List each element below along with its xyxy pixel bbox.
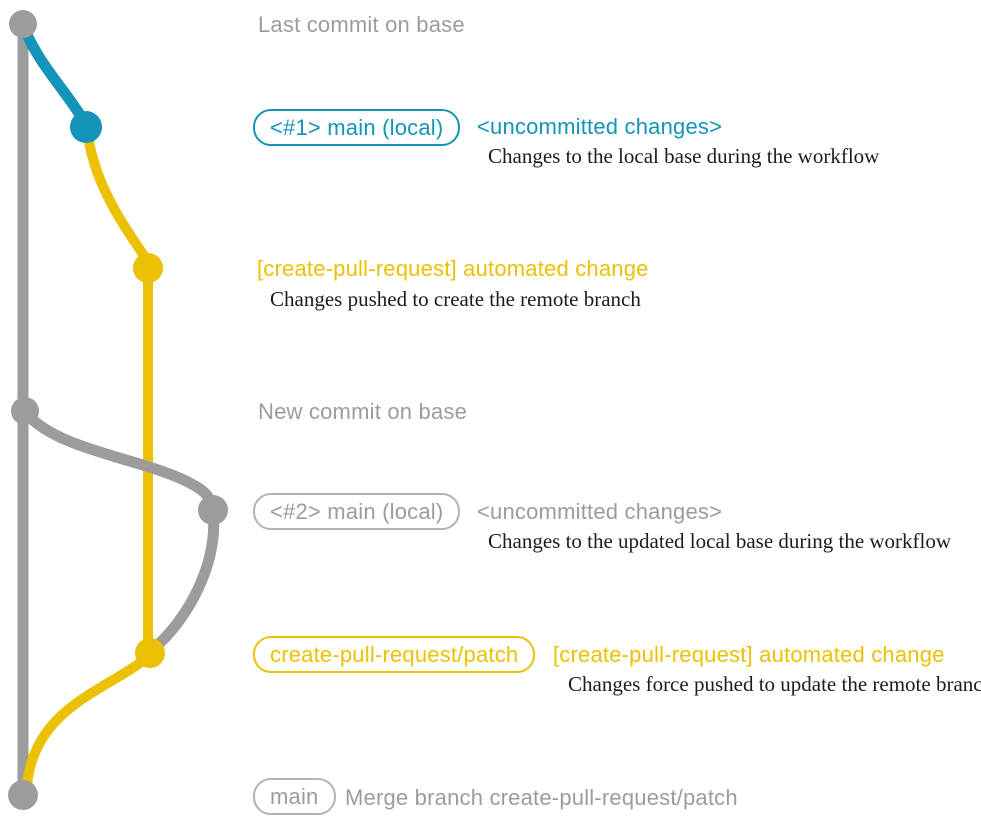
automated-change-desc-1: Changes pushed to create the remote bran… <box>270 287 641 311</box>
merge-commit-label: Merge branch create-pull-request/patch <box>345 785 738 810</box>
patch-branch-start-line <box>82 124 152 265</box>
automated-change-desc-2: Changes force pushed to update the remot… <box>568 672 981 696</box>
branch-badge-main-local-2: <#2> main (local) <box>253 493 461 530</box>
local-main-branch-line <box>18 22 92 130</box>
commit-node-main1 <box>70 111 102 143</box>
commit-node-automated-1 <box>133 253 163 283</box>
commit-node-merge <box>8 780 38 810</box>
new-base-to-main2-line <box>21 408 218 513</box>
uncommitted-changes-tag-2: <uncommitted changes> <box>477 499 723 524</box>
uncommitted-changes-desc-2: Changes to the updated local base during… <box>488 529 952 553</box>
force-push-line <box>146 504 220 656</box>
commit-node-last-base <box>9 10 37 38</box>
git-graph <box>8 10 228 810</box>
branch-badge-patch: create-pull-request/patch <box>253 636 536 673</box>
branch-badge-main-local-2-label: <#2> main (local) <box>270 498 444 524</box>
last-commit-label: Last commit on base <box>258 12 465 37</box>
commit-node-new-base <box>11 397 39 425</box>
branch-badge-main-local-1-label: <#1> main (local) <box>270 114 444 140</box>
branch-badge-main: main <box>253 778 336 815</box>
new-commit-label: New commit on base <box>258 399 468 424</box>
branch-badge-main-label: main <box>270 783 319 809</box>
commit-node-automated-2 <box>135 638 165 668</box>
uncommitted-changes-desc-1: Changes to the local base during the wor… <box>488 144 880 168</box>
merge-line <box>22 650 155 790</box>
automated-change-label-1: [create-pull-request] automated change <box>257 256 649 281</box>
automated-change-label-2: [create-pull-request] automated change <box>553 642 945 667</box>
branch-badge-main-local-1: <#1> main (local) <box>253 109 461 146</box>
branch-badge-patch-label: create-pull-request/patch <box>270 641 519 667</box>
uncommitted-changes-tag-1: <uncommitted changes> <box>477 114 723 139</box>
commit-node-main2 <box>198 495 228 525</box>
